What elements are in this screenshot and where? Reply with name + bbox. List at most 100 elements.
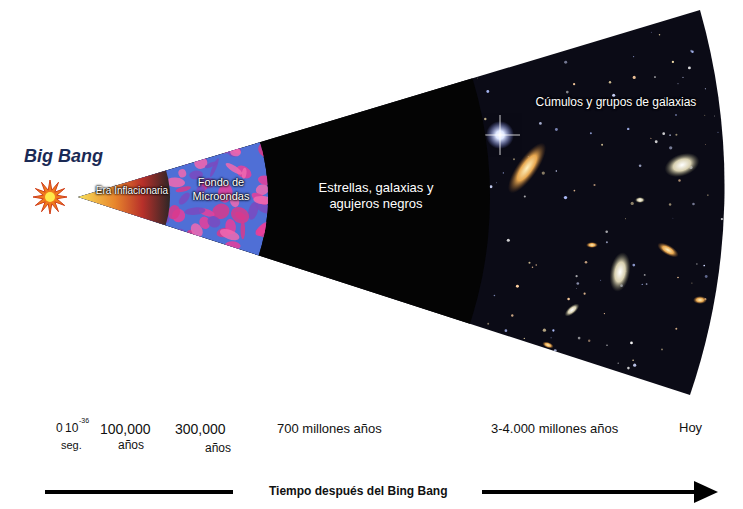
star	[647, 19, 648, 20]
star	[612, 14, 614, 16]
star	[531, 367, 534, 370]
star	[487, 323, 489, 325]
time-label: seg.	[61, 439, 82, 452]
microwave-blob	[223, 139, 243, 159]
star	[650, 31, 652, 33]
star	[552, 329, 554, 331]
microwave-blob	[256, 140, 274, 158]
star	[588, 340, 590, 342]
galaxy	[661, 149, 702, 182]
star	[511, 314, 513, 316]
microwave-blob	[166, 155, 178, 165]
star	[735, 316, 738, 319]
microwave-blob	[256, 222, 268, 237]
microwave-blob	[224, 161, 244, 177]
star	[632, 264, 635, 267]
star	[499, 62, 502, 65]
microwave-blob	[184, 206, 206, 216]
timeline-arrow	[45, 490, 233, 494]
star	[457, 333, 458, 334]
microwave-blob	[225, 241, 241, 251]
star	[577, 388, 579, 390]
star	[576, 282, 579, 285]
star	[421, 367, 422, 368]
star	[493, 61, 496, 64]
star	[704, 144, 706, 146]
star	[585, 261, 588, 264]
star	[732, 272, 734, 274]
star	[691, 283, 692, 284]
star	[513, 158, 515, 160]
microwave-band	[0, 7, 268, 387]
star	[485, 52, 488, 55]
star	[442, 60, 443, 61]
star	[575, 288, 577, 290]
microwave-blob	[221, 136, 239, 147]
galaxy	[541, 340, 554, 350]
star	[706, 359, 709, 362]
star	[669, 146, 672, 149]
star	[532, 267, 534, 269]
star	[503, 172, 504, 173]
galaxy-field	[0, 0, 743, 420]
star	[513, 372, 516, 375]
star	[609, 81, 611, 83]
microwave-blob	[265, 160, 276, 173]
star	[632, 360, 633, 361]
star	[507, 239, 510, 242]
star	[537, 52, 539, 54]
microwave-blob	[193, 236, 209, 255]
star	[542, 171, 545, 174]
star	[692, 203, 695, 206]
star	[567, 298, 570, 301]
star	[501, 66, 503, 68]
star	[721, 218, 723, 220]
star	[669, 203, 671, 205]
star	[661, 349, 663, 351]
star	[705, 275, 708, 278]
star	[669, 134, 671, 136]
star	[539, 122, 542, 125]
era-band: Fondo de Microondas	[180, 174, 262, 206]
star	[633, 56, 634, 57]
star	[536, 264, 537, 265]
big-bang-burst	[33, 180, 67, 214]
inflation-band	[0, 105, 170, 289]
star	[423, 395, 426, 398]
star	[672, 217, 674, 219]
star	[494, 295, 496, 297]
star	[549, 44, 551, 46]
star	[554, 349, 557, 352]
star	[593, 184, 595, 186]
microwave-blob	[204, 160, 218, 169]
star	[424, 360, 425, 361]
big-bang-core	[45, 192, 55, 202]
star	[639, 164, 642, 167]
time-label: Hoy	[679, 421, 702, 436]
star	[654, 76, 656, 78]
star	[425, 71, 428, 74]
microwave-blob	[173, 228, 187, 244]
star	[434, 61, 437, 64]
star	[630, 342, 633, 345]
microwave-blob	[264, 217, 285, 242]
star	[618, 363, 619, 364]
star	[729, 57, 731, 59]
star	[551, 337, 552, 338]
star	[644, 274, 646, 276]
microwave-blob	[144, 134, 161, 157]
title-label: Big Bang	[24, 146, 103, 167]
galaxy	[563, 301, 582, 319]
star	[495, 182, 497, 184]
star	[556, 30, 559, 33]
star	[509, 360, 510, 361]
star	[631, 202, 634, 205]
microwave-blob	[152, 235, 167, 255]
star	[734, 318, 737, 321]
star	[738, 358, 741, 361]
microwave-blob	[175, 185, 191, 193]
star	[702, 14, 704, 16]
galaxy	[502, 138, 553, 199]
star	[604, 313, 605, 314]
